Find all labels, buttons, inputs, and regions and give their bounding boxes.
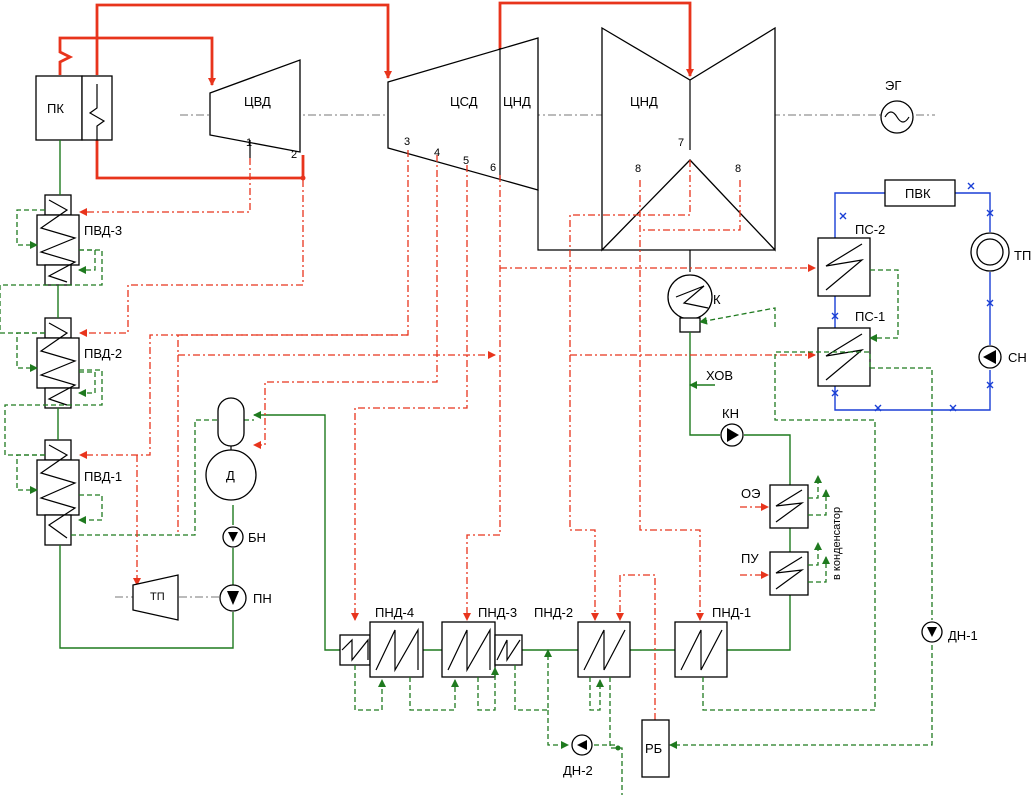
extraction-4: 4 (434, 147, 440, 159)
lp-drains (354, 269, 933, 795)
ps1-heater: ПС-1 (817, 309, 885, 387)
extraction-5: 5 (463, 155, 469, 167)
d-label: Д (226, 468, 235, 483)
rb-label: РБ (645, 741, 662, 756)
extraction-3: 3 (404, 136, 410, 148)
pnd2-heater: ПНД-2 (534, 605, 631, 678)
pnd4-heater: ПНД-4 (339, 605, 424, 678)
pnd3-heater: ПНД-3 (441, 605, 523, 678)
pnd1-heater: ПНД-1 (674, 605, 751, 678)
cnd-a-label: ЦНД (503, 94, 531, 109)
bn-label: БН (248, 530, 266, 545)
csd-label: ЦСД (450, 94, 478, 109)
ps2-label: ПС-2 (855, 222, 885, 237)
extraction-1: 1 (246, 137, 252, 149)
condensate-line: ХОВ (253, 332, 791, 651)
k-label: К (713, 292, 721, 307)
pnd2-label: ПНД-2 (534, 605, 573, 620)
cvd-cylinder: ЦВД 1 2 (209, 59, 301, 161)
pvd1-label: ПВД-1 (84, 469, 122, 484)
cnd-b-label: ЦНД (630, 94, 658, 109)
pn-label: ПН (253, 591, 272, 606)
ps2-heater: ПС-2 (817, 222, 885, 297)
generator-icon: ЭГ (880, 78, 914, 134)
ps1-label: ПС-1 (855, 309, 885, 324)
pvd1-heater: ПВД-1 (36, 439, 122, 546)
extraction-8a: 8 (635, 163, 641, 175)
extraction-2: 2 (291, 149, 297, 161)
pu-cooler: ПУ в конденсатор (740, 507, 843, 596)
pvd3-label: ПВД-3 (84, 223, 122, 238)
bn-pump: БН (222, 526, 266, 548)
oe-label: ОЭ (741, 486, 760, 501)
deaerator: Д (205, 397, 257, 501)
dn1-pump: ДН-1 (921, 621, 978, 643)
extraction-8b: 8 (735, 163, 741, 175)
cvd-label: ЦВД (244, 94, 271, 109)
extraction-6: 6 (490, 162, 496, 174)
network-markers (831, 182, 994, 412)
pvd3-heater: ПВД-3 (36, 194, 122, 286)
pnd4-label: ПНД-4 (375, 605, 414, 620)
dn2-pump: ДН-2 (563, 734, 593, 778)
boiler-label: ПК (47, 101, 64, 116)
pvk-label: ПВК (905, 186, 931, 201)
pvd2-heater: ПВД-2 (36, 317, 122, 409)
pnd1-label: ПНД-1 (712, 605, 751, 620)
generator-label: ЭГ (885, 78, 901, 93)
pump-icon: КН (720, 406, 744, 447)
dn1-label: ДН-1 (948, 628, 978, 643)
lp-extractions (569, 160, 741, 720)
boiler: ПК (35, 75, 113, 141)
drive-turbine-label: ТП (150, 591, 165, 603)
dn2-label: ДН-2 (563, 763, 593, 778)
pu-label: ПУ (741, 551, 759, 566)
kn-label: КН (722, 406, 739, 421)
rb-tank: РБ (641, 719, 670, 778)
sn-label: СН (1008, 350, 1027, 365)
csd-cnd-cylinder: ЦСД ЦНД 3 4 5 6 (387, 37, 775, 251)
oe-cooler: ОЭ (740, 475, 830, 529)
feedwater-line (57, 140, 234, 649)
cnd-cylinder: ЦНД 7 8 8 (601, 26, 776, 252)
extraction-7: 7 (678, 137, 684, 149)
pvd2-label: ПВД-2 (84, 346, 122, 361)
drive-turbine: ТП (132, 574, 179, 621)
network-loop: ПВК ТП СН (834, 179, 1031, 411)
hov-label: ХОВ (706, 368, 733, 383)
pnd3-label: ПНД-3 (478, 605, 517, 620)
live-steam-lines (58, 1, 694, 181)
network-tp-label: ТП (1014, 248, 1031, 263)
condenser: К (667, 250, 721, 333)
hp-extractions (79, 150, 816, 621)
pn-pump: ПН (219, 584, 272, 612)
to-condenser-label: в конденсатор (831, 507, 843, 580)
